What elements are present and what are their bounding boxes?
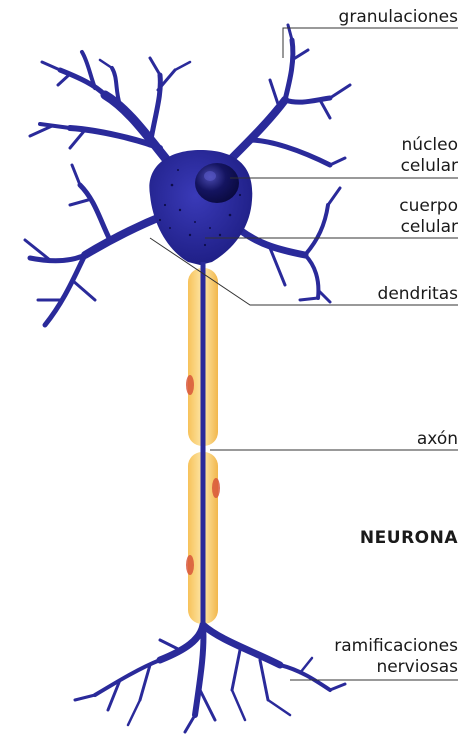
label-dendritas: dendritas <box>377 284 458 304</box>
diagram-title: NEURONA <box>359 528 458 548</box>
label-nucleo-celular-line2: celular <box>400 156 458 176</box>
label-ramificaciones-line2: nerviosas <box>376 657 458 677</box>
label-nucleo-celular-line1: núcleo <box>401 135 458 155</box>
label-cuerpo-celular-line2: celular <box>400 217 458 237</box>
leader-lines <box>149 27 458 681</box>
dendrites <box>23 23 352 328</box>
nerve-terminals <box>73 621 347 734</box>
label-axon: axón <box>416 429 458 449</box>
label-cuerpo-celular-line1: cuerpo <box>399 196 458 216</box>
label-ramificaciones-line1: ramificaciones <box>334 636 458 656</box>
label-granulaciones: granulaciones <box>338 7 458 27</box>
nucleus <box>195 163 239 203</box>
axon <box>186 262 220 628</box>
